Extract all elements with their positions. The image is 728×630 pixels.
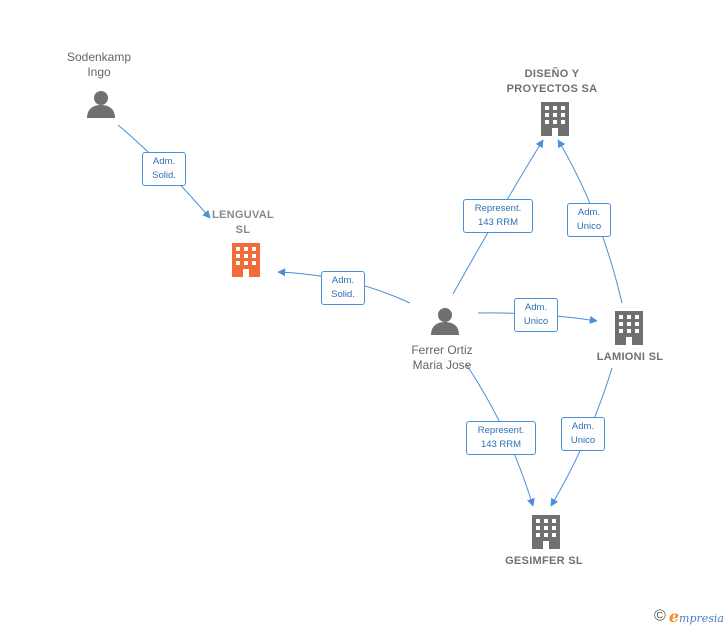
person-icon[interactable]: [431, 308, 459, 335]
building-icon[interactable]: [232, 243, 260, 277]
edge-label-lamioni-diseno: Adm. Unico: [567, 203, 611, 237]
node-label-lenguval[interactable]: LENGUVAL SL: [211, 209, 275, 236]
brand-rest: mpresia: [679, 612, 724, 625]
node-label-sodenkamp[interactable]: Sodenkamp Ingo: [66, 50, 132, 79]
edge-label-lamioni-gesimfer: Adm. Unico: [561, 417, 605, 451]
brand-logo: empresia: [669, 607, 724, 626]
edge-label-ferrer-lamioni: Adm. Unico: [514, 298, 558, 332]
building-icon[interactable]: [541, 102, 569, 136]
node-label-diseno[interactable]: DISEÑO Y PROYECTOS SA: [506, 68, 598, 95]
edge-label-ferrer-gesimfer: Represent. 143 RRM: [466, 421, 536, 455]
building-icon[interactable]: [532, 515, 560, 549]
edge-label-ferrer-diseno: Represent. 143 RRM: [463, 199, 533, 233]
node-label-gesimfer[interactable]: GESIMFER SL: [505, 555, 583, 567]
node-label-lamioni[interactable]: LAMIONI SL: [596, 351, 664, 363]
node-label-ferrer[interactable]: Ferrer Ortiz Maria Jose: [411, 343, 473, 372]
person-icon[interactable]: [87, 91, 115, 118]
edge-label-ferrer-lenguval: Adm. Solid.: [321, 271, 365, 305]
edge-label-sodenkamp-lenguval: Adm. Solid.: [142, 152, 186, 186]
building-icon[interactable]: [615, 311, 643, 345]
footer-brand[interactable]: © empresia: [654, 607, 724, 626]
copyright-symbol: ©: [653, 607, 666, 625]
brand-initial: e: [668, 607, 680, 626]
